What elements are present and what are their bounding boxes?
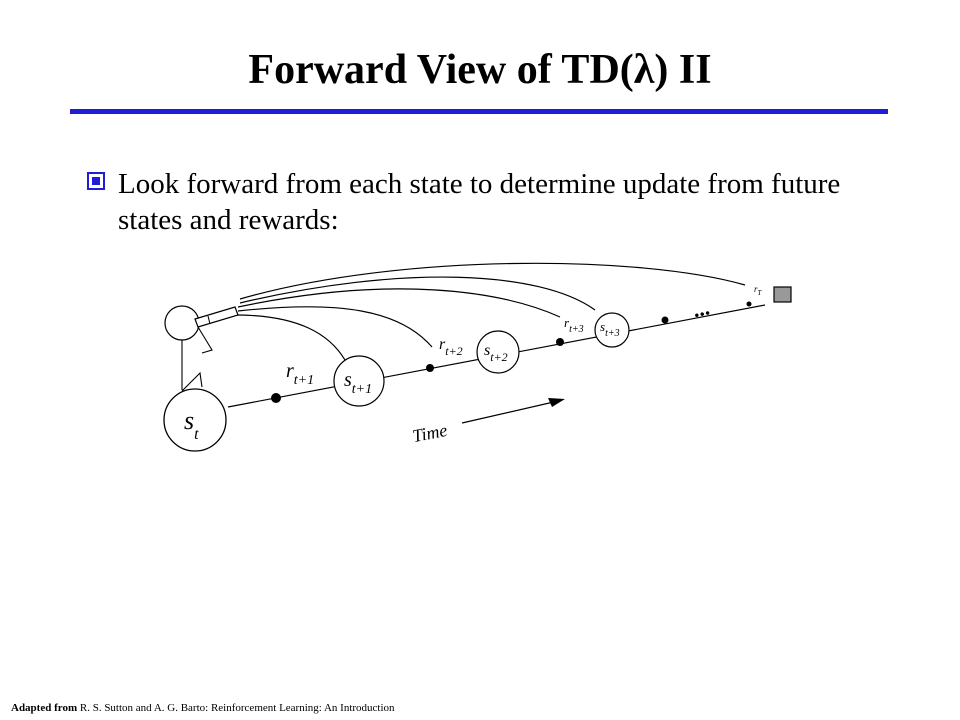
time-label: Time: [411, 420, 449, 446]
agent-arm-icon: [181, 371, 203, 392]
lookahead-arc: [237, 288, 561, 318]
time-arrowhead: [548, 398, 565, 407]
state-label-st2: st+2: [484, 342, 508, 364]
lookahead-arc: [237, 306, 433, 348]
footer-text: R. S. Sutton and A. G. Barto: Reinforcem…: [79, 702, 395, 714]
reward-dot: [426, 364, 434, 372]
state-st-node: [163, 388, 227, 452]
title-underline: [70, 109, 888, 114]
time-arrow: [461, 400, 559, 424]
state-st2-node: [476, 330, 520, 374]
bullet-square-icon: [87, 172, 105, 190]
reward-dot: [556, 338, 564, 346]
agent-head-icon: [164, 305, 200, 341]
reward-dot: [661, 316, 669, 324]
state-label-st1: st+1: [344, 369, 372, 397]
footer-credit: Adapted from R. S. Sutton and A. G. Bart…: [11, 702, 395, 714]
reward-label-rT: rT: [754, 284, 763, 297]
reward-dot: [746, 301, 752, 307]
lookahead-arc: [239, 262, 746, 300]
terminal-state-square: [773, 286, 792, 303]
state-st1-node: [333, 355, 385, 407]
state-st3-node: [594, 312, 630, 348]
telescope-icon: [194, 306, 239, 328]
td-forward-view-diagram: st st+1 st+2 st+3 rt+1 rt+2 rt+3 rT ... …: [163, 262, 792, 452]
reward-dot: [271, 393, 281, 403]
state-label-st: st: [184, 406, 199, 443]
reward-label-rt2: rt+2: [439, 336, 463, 358]
lookahead-arc: [239, 276, 596, 311]
footer-prefix: Adapted from: [11, 702, 78, 714]
state-label-st3: st+3: [600, 319, 620, 339]
lookahead-arc: [234, 314, 346, 361]
slide-title: Forward View of TD(λ) II: [248, 47, 712, 93]
ellipsis: ...: [691, 294, 712, 322]
reward-label-rt3: rt+3: [564, 315, 584, 335]
bullet-text: Look forward from each state to determin…: [118, 168, 841, 236]
reward-label-rt1: rt+1: [286, 360, 314, 388]
